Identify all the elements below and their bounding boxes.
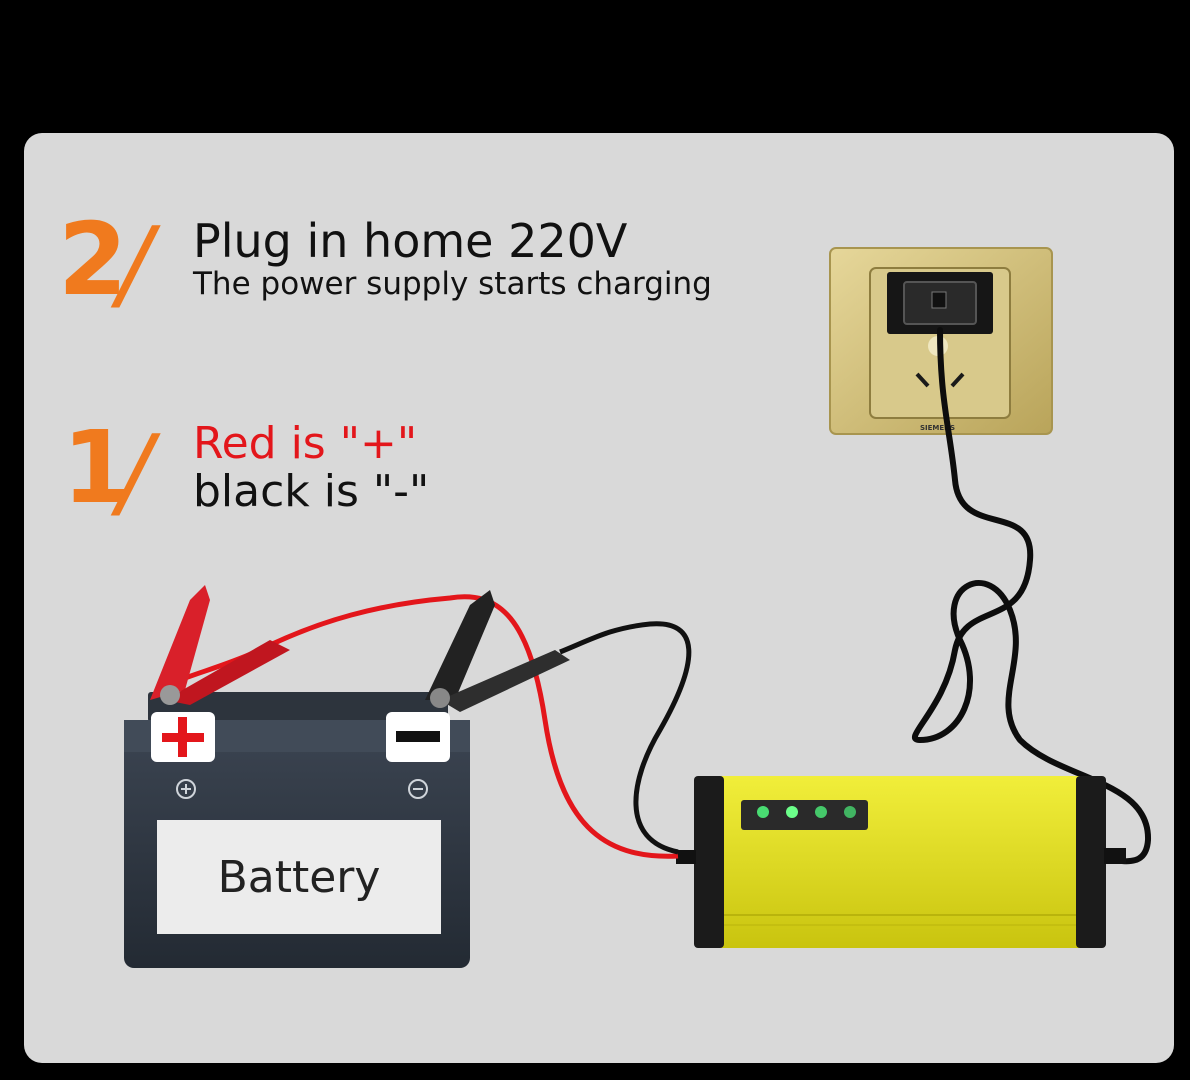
outlet-brand: SIEMENS bbox=[920, 424, 955, 432]
power-cord-icon bbox=[911, 327, 1152, 865]
step-1-black-line: black is "-" bbox=[193, 466, 430, 517]
step-1-red-line: Red is "+" bbox=[193, 418, 418, 469]
step-1-slash: / bbox=[118, 413, 152, 530]
black-clamp-icon bbox=[425, 590, 570, 712]
black-wire bbox=[559, 621, 692, 855]
step-1-number: 1 bbox=[62, 409, 132, 526]
battery-icon bbox=[124, 692, 470, 968]
step-2-slash: / bbox=[118, 205, 152, 322]
step-2-number: 2 bbox=[58, 201, 128, 318]
red-clamp-icon bbox=[150, 585, 290, 705]
step-2-title: Plug in home 220V bbox=[193, 214, 628, 268]
step-2-subtitle: The power supply starts charging bbox=[193, 266, 712, 302]
charger-led-indicators bbox=[757, 806, 856, 818]
battery-label: Battery bbox=[217, 851, 381, 903]
charger-icon bbox=[676, 776, 1126, 948]
